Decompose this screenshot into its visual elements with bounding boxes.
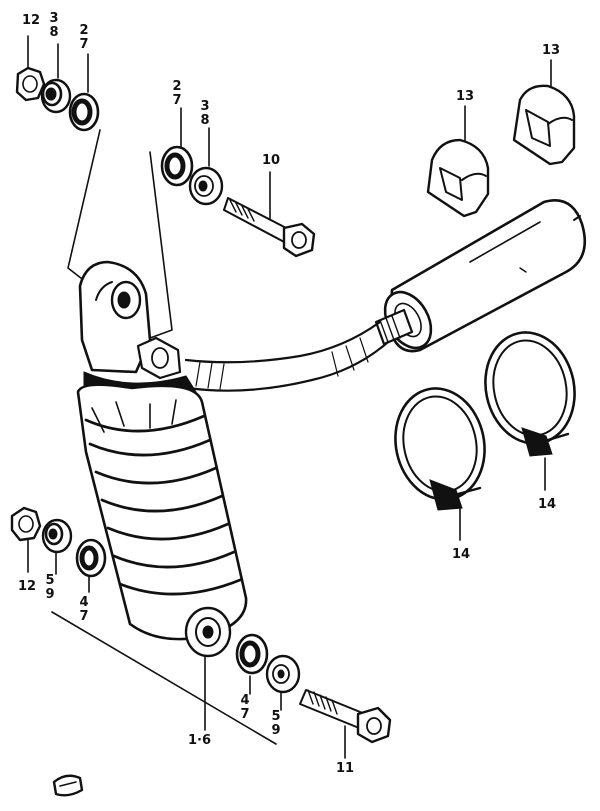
callout-14-right: 14 [538,497,556,512]
collar-mid-3-8 [188,166,224,206]
washer-bottom-4-7 [75,538,107,578]
washer-mid-2-7 [160,145,194,187]
callout-14-left: 14 [452,547,470,562]
callout-1-6: 1·6 [188,733,211,748]
hose-clamp-left-14 [394,387,486,511]
stamp-mark [52,774,84,797]
shock-absorber-1-6 [76,260,248,658]
callout-11: 11 [336,761,354,776]
collar-bottom-right-5-9 [265,654,301,694]
callout-13-right: 13 [542,43,560,58]
bolt-11 [299,689,392,744]
collar-top-3-8 [40,78,72,114]
washer-top-2-7 [68,92,100,132]
callout-10: 10 [262,153,280,168]
cushion-left-13 [426,138,490,218]
reservoir-fitting [374,308,414,346]
nut-bottom-12 [10,506,42,542]
washer-bottom-right-4-7 [235,633,269,675]
callout-13-left: 13 [456,89,474,104]
cushion-right-13 [512,84,576,166]
hose [184,320,390,392]
callout-12-top: 12 [22,13,40,28]
leader-lines [27,35,552,759]
nut-top-12 [15,66,46,102]
collar-bottom-5-9 [41,518,73,554]
hose-clamp-right-14 [484,331,576,457]
bolt-10 [223,197,316,258]
callout-12-bottom: 12 [18,579,36,594]
